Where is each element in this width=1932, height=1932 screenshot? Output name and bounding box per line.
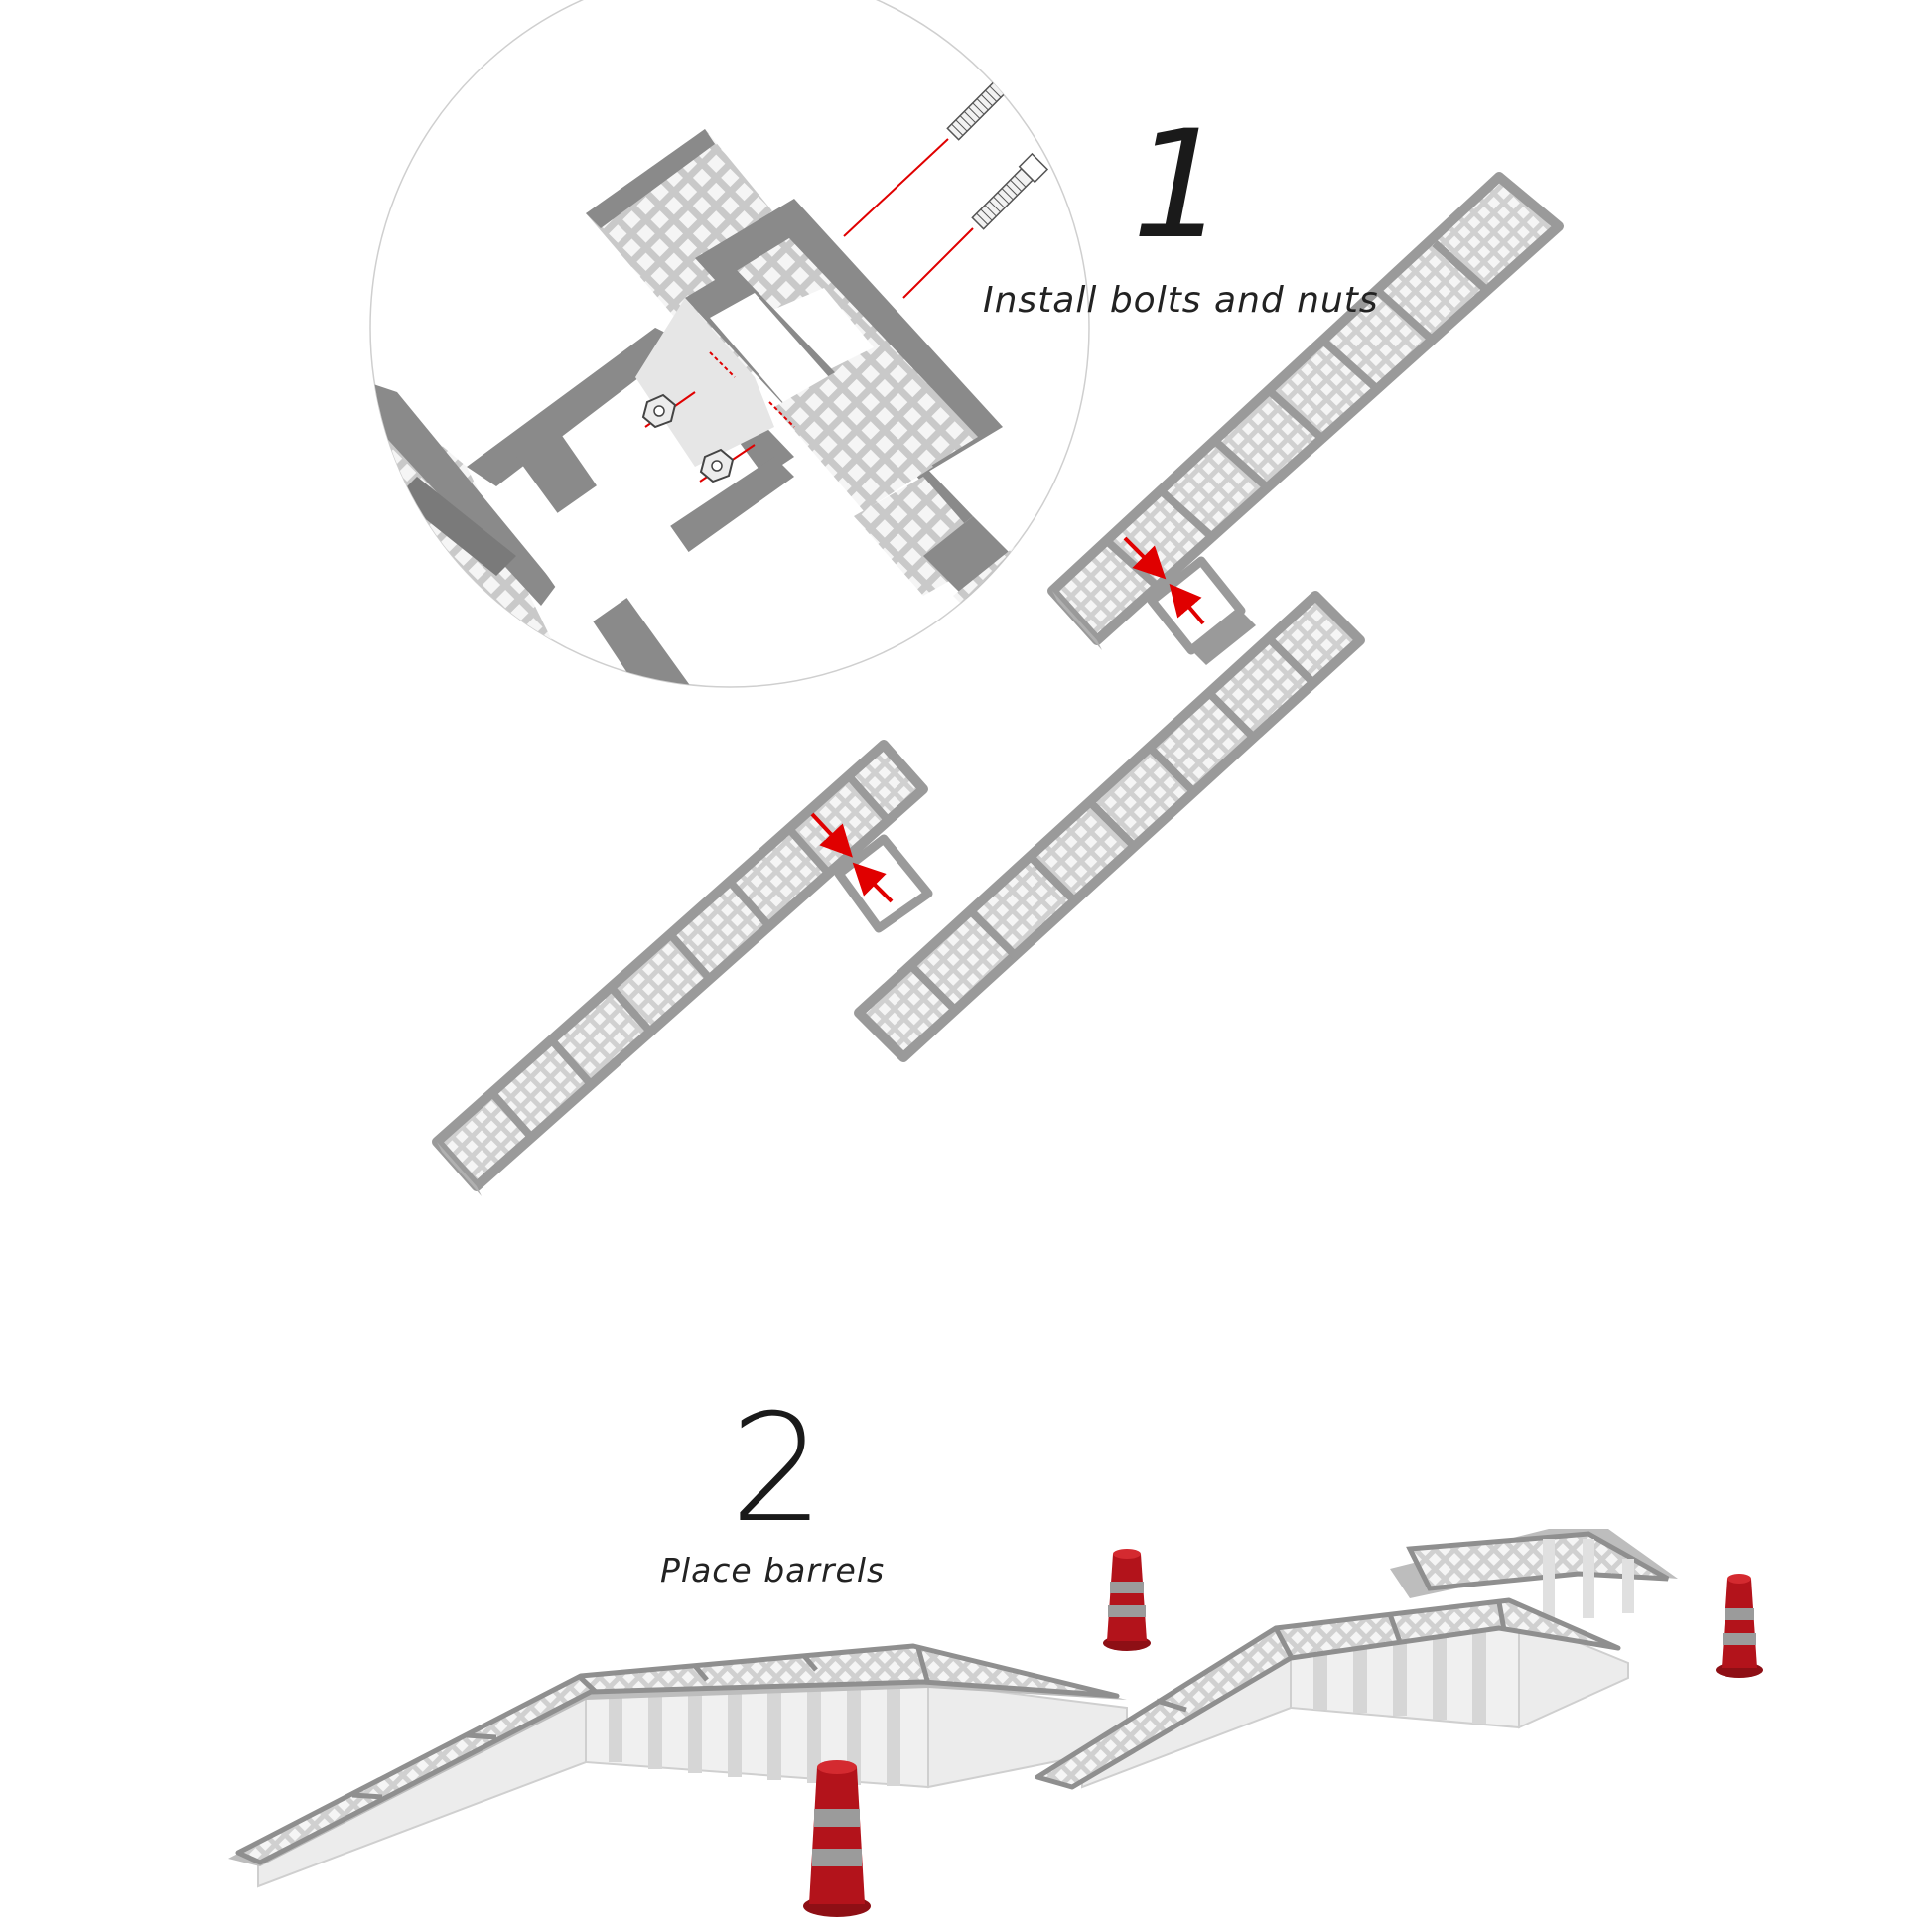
ramp-assembly-left <box>228 1643 1128 1888</box>
step-1-caption: Install bolts and nuts <box>983 280 1379 321</box>
barrel-icon <box>803 1760 871 1917</box>
ramp-upper-right <box>1047 172 1564 650</box>
bolt-icon <box>902 152 1049 299</box>
arrow-icon <box>1169 583 1205 625</box>
zoom-right-frame <box>586 129 1082 635</box>
arrow-icon <box>810 812 853 858</box>
step-1-number: 1 <box>1132 99 1227 272</box>
barrel-icon <box>1716 1574 1763 1678</box>
ramp-assembly-right <box>1035 1529 1678 1790</box>
ramp-middle-right <box>854 591 1365 1062</box>
zoom-detail <box>369 0 1090 688</box>
step-2-caption: Place barrels <box>660 1551 886 1589</box>
arrow-icon <box>1123 536 1167 580</box>
arrow-icon <box>852 862 894 903</box>
nut-icon <box>641 391 696 429</box>
step-2-number: 2 <box>730 1383 825 1556</box>
barrel-icon <box>1103 1549 1151 1651</box>
ramp-lower-left <box>432 740 928 1196</box>
nut-icon <box>699 444 756 483</box>
